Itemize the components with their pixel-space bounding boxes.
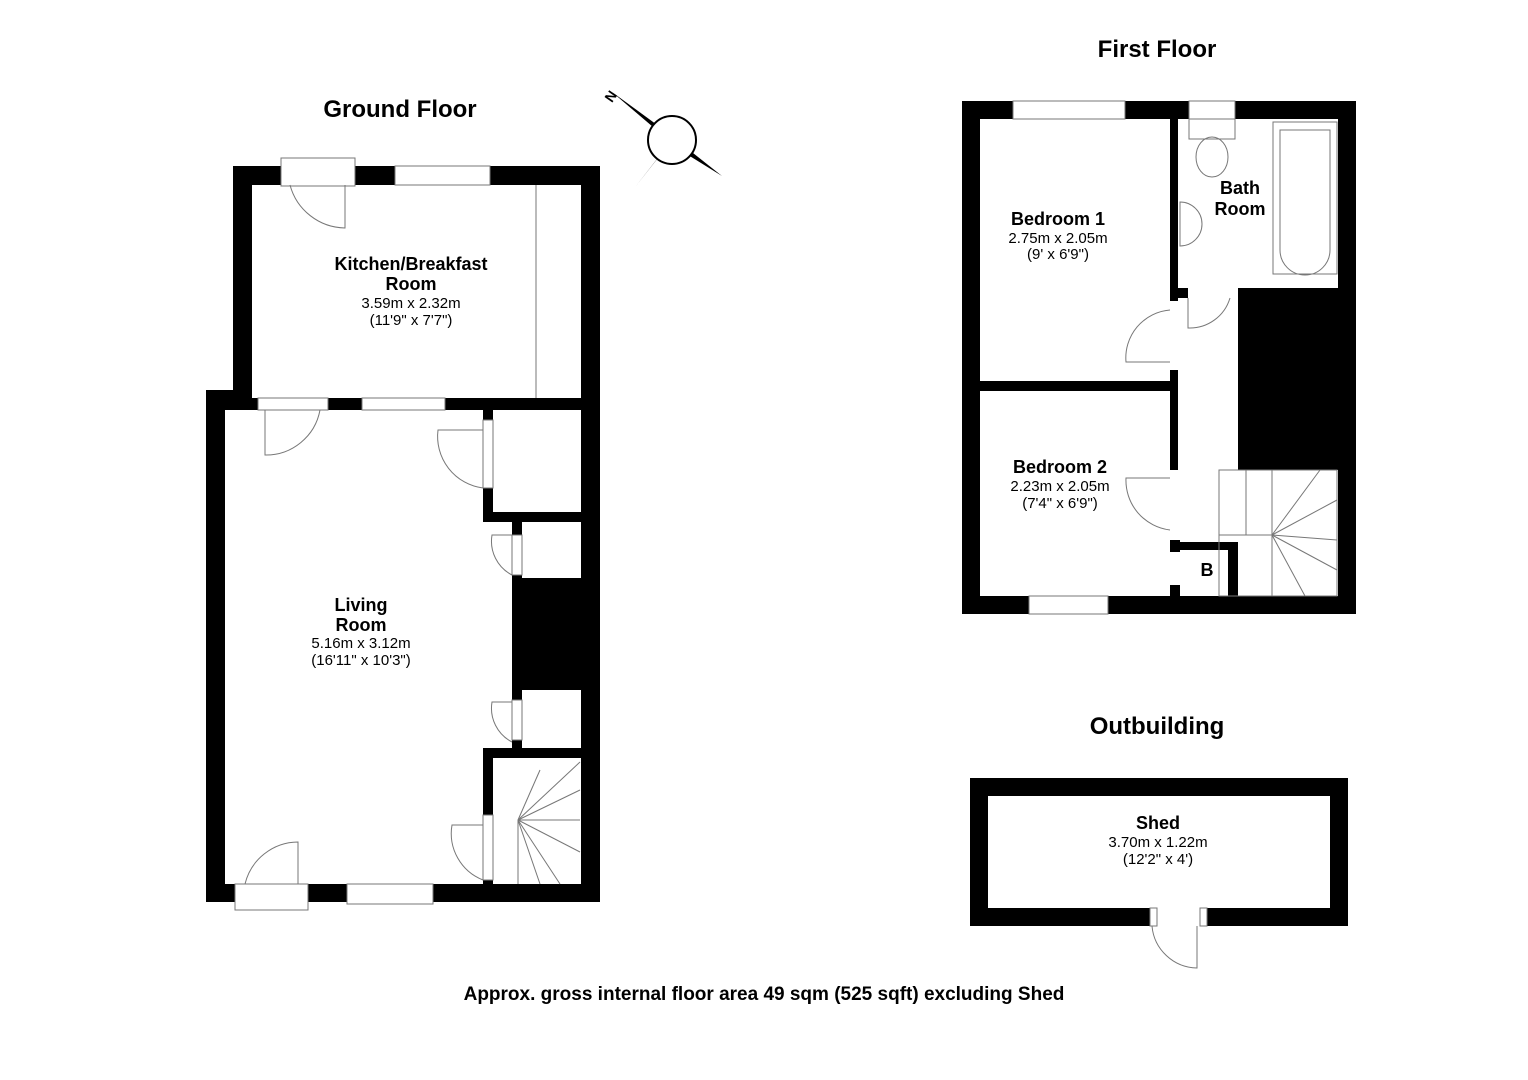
outbuilding-heading: Outbuilding [1090,713,1225,740]
shed-metric: 3.70m x 1.22m [1108,834,1207,851]
floor-area-note: Approx. gross internal floor area 49 sqm… [464,984,1065,1005]
kitchen-imperial: (11'9" x 7'7") [370,312,453,329]
bathroom-name-2: Room [1215,199,1266,219]
bathroom-name: Bath [1220,178,1260,198]
bedroom2-imperial: (7'4" x 6'9") [1022,495,1098,512]
compass-north-label: N [601,87,620,104]
first-floor-walls [962,100,1356,615]
bedroom2-metric: 2.23m x 2.05m [1010,478,1109,495]
living-imperial: (16'11" x 10'3") [311,652,411,669]
living-name: Living [335,595,388,615]
bedroom2-name: Bedroom 2 [1013,457,1107,477]
living-name-2: Room [336,615,387,635]
kitchen-metric: 3.59m x 2.32m [361,295,460,312]
first-floor-heading: First Floor [1098,36,1217,63]
ground-floor-walls [206,157,600,911]
shed-name: Shed [1136,813,1180,833]
shed-walls [970,778,1348,969]
bedroom1-name: Bedroom 1 [1011,209,1105,229]
ground-floor-heading: Ground Floor [323,96,476,123]
kitchen-name-2: Room [386,274,437,294]
shed-imperial: (12'2" x 4') [1123,851,1193,868]
living-metric: 5.16m x 3.12m [311,635,410,652]
kitchen-name: Kitchen/Breakfast [334,254,487,274]
bedroom1-imperial: (9' x 6'9") [1027,246,1089,263]
bedroom1-metric: 2.75m x 2.05m [1008,230,1107,247]
compass-icon: N [601,87,722,186]
boiler-label: B [1201,560,1214,580]
